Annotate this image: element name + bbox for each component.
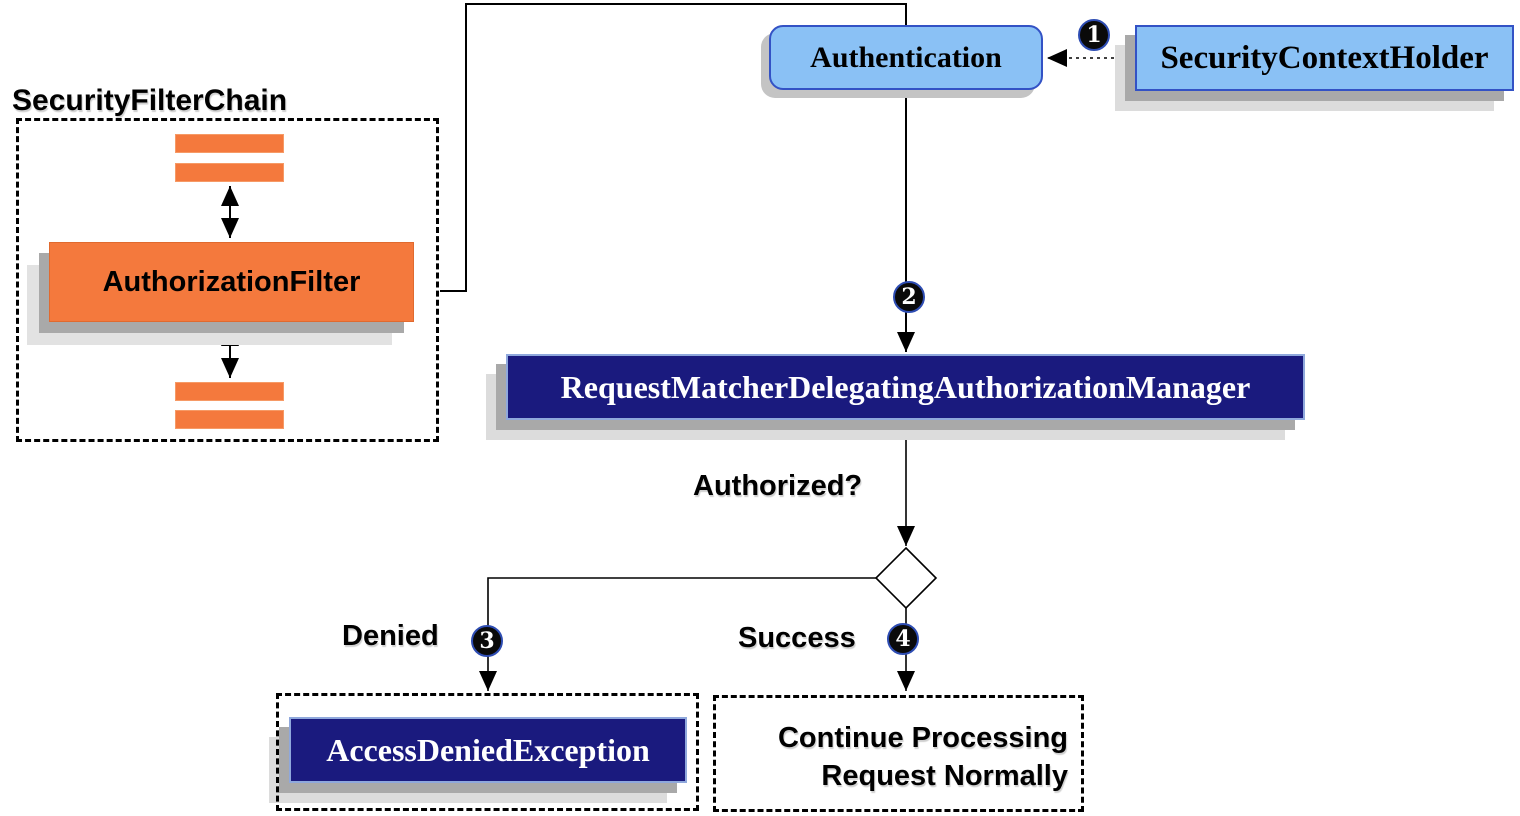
success-label: Success — [738, 622, 856, 654]
denied-label: Denied — [342, 620, 439, 652]
step-1-badge: 1 — [1078, 19, 1110, 51]
continue-processing-line2: Request Normally — [821, 760, 1068, 792]
connector-filterchain-to-manager — [440, 3, 915, 352]
filter-bar-bottom-1 — [175, 382, 284, 401]
security-context-holder-box: SecurityContextHolder — [1135, 25, 1514, 91]
filter-bar-top-1 — [175, 134, 284, 153]
filter-bar-top-2 — [175, 163, 284, 182]
security-filter-chain-title: SecurityFilterChain — [12, 84, 288, 117]
step-3-badge: 3 — [471, 625, 503, 657]
security-filter-chain-container — [16, 118, 439, 442]
request-matcher-delegating-authorization-manager-box: RequestMatcherDelegatingAuthorizationMan… — [506, 354, 1305, 420]
decision-diamond — [874, 546, 938, 610]
authorized-label: Authorized? — [693, 470, 863, 502]
access-denied-exception-box: AccessDeniedException — [289, 717, 687, 783]
continue-processing-line1: Continue Processing — [777, 722, 1068, 754]
continue-processing-container — [713, 695, 1084, 812]
step-2-badge: 2 — [893, 281, 925, 313]
filter-bar-bottom-2 — [175, 410, 284, 429]
access-denied-container — [276, 693, 699, 811]
authentication-box: Authentication — [769, 25, 1043, 90]
authorization-filter-box: AuthorizationFilter — [49, 242, 414, 322]
continue-processing-text: Continue Processing Request Normally — [713, 719, 1068, 795]
step-4-badge: 4 — [887, 623, 919, 655]
